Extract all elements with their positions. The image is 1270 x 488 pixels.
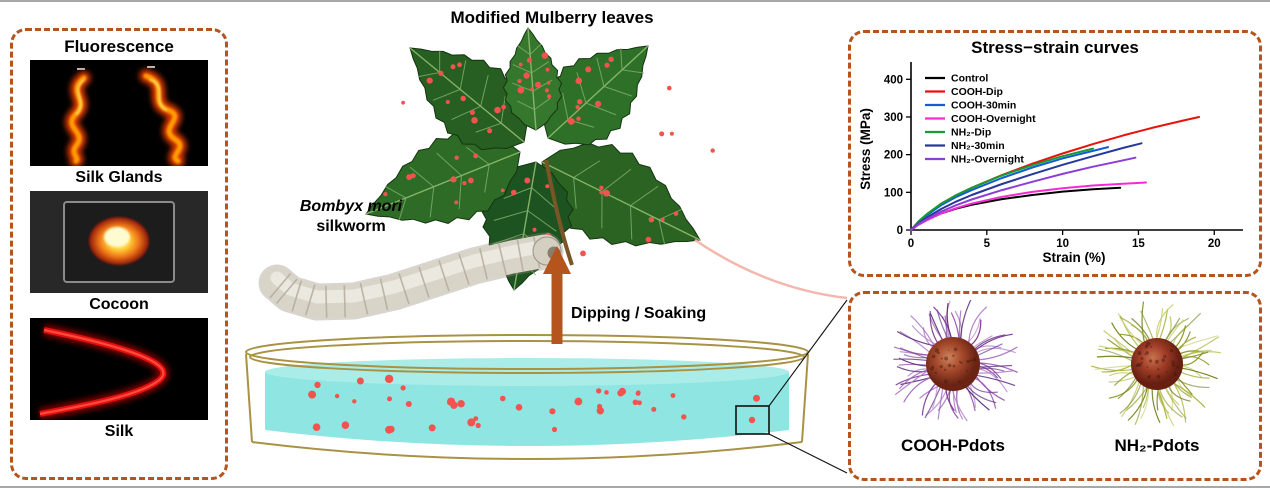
cooh-pdots-label: COOH-Pdots [901, 436, 1005, 455]
svg-text:10: 10 [1056, 238, 1069, 250]
svg-text:COOH-Overnight: COOH-Overnight [951, 113, 1036, 125]
center-title: Modified Mulberry leaves [450, 8, 654, 27]
cooh-pdot-image [893, 300, 1018, 422]
nh2-pdots-label: NH₂-Pdots [1114, 436, 1200, 455]
svg-text:Strain (%): Strain (%) [1042, 250, 1105, 265]
nh2-pdot-image [1090, 301, 1222, 427]
svg-text:0: 0 [897, 225, 903, 237]
svg-text:15: 15 [1132, 238, 1145, 250]
fluorescence-title: Fluorescence [64, 37, 174, 56]
svg-text:5: 5 [984, 238, 991, 250]
pdots-panel: COOH-Pdots NH₂-Pdots [848, 291, 1262, 481]
silkworm-species: Bombyx mori [299, 198, 403, 215]
silk-glands-image [30, 60, 208, 166]
fluorescence-panel: Fluorescence Silk Glands [10, 28, 228, 480]
dish-outline [245, 334, 809, 460]
svg-text:NH₂-30min: NH₂-30min [951, 140, 1005, 152]
pdot-solution-dots [308, 374, 760, 434]
bottom-border-line [0, 486, 1270, 488]
chart-title: Stress−strain curves [971, 38, 1139, 57]
silkworm-illustration [258, 232, 564, 321]
petri-dish [245, 334, 809, 460]
zoom-callout [735, 299, 848, 474]
dipping-arrow [543, 246, 571, 344]
svg-text:100: 100 [884, 187, 903, 199]
silkworm-label: Bombyx mori silkworm [278, 197, 424, 237]
svg-text:400: 400 [884, 74, 903, 86]
silkworm-word: silkworm [316, 218, 386, 235]
cooh-pdot-figure: COOH-Pdots [867, 300, 1039, 456]
silk-caption: Silk [104, 423, 134, 440]
silk-image [30, 318, 208, 420]
svg-text:COOH-Dip: COOH-Dip [951, 86, 1003, 98]
cocoon-caption: Cocoon [89, 296, 149, 313]
svg-text:COOH-30min: COOH-30min [951, 100, 1016, 112]
silk-glands-caption: Silk Glands [75, 169, 163, 186]
svg-text:0: 0 [908, 238, 914, 250]
nh2-pdot-figure: NH₂-Pdots [1071, 300, 1243, 456]
pdots-on-leaf [383, 52, 715, 268]
dipping-soaking-label: Dipping / Soaking [571, 305, 707, 322]
svg-text:Control: Control [951, 73, 988, 85]
top-border-line [0, 0, 1270, 2]
svg-text:20: 20 [1208, 238, 1221, 250]
svg-text:200: 200 [884, 150, 903, 162]
pdot-solution [265, 372, 789, 446]
silk-thread [694, 238, 848, 300]
svg-text:NH₂-Overnight: NH₂-Overnight [951, 154, 1024, 166]
svg-text:300: 300 [884, 112, 903, 124]
leaf-stem [544, 159, 574, 266]
svg-text:Stress (MPa): Stress (MPa) [858, 108, 873, 190]
svg-text:NH₂-Dip: NH₂-Dip [951, 127, 991, 139]
cocoon-image [30, 191, 208, 293]
